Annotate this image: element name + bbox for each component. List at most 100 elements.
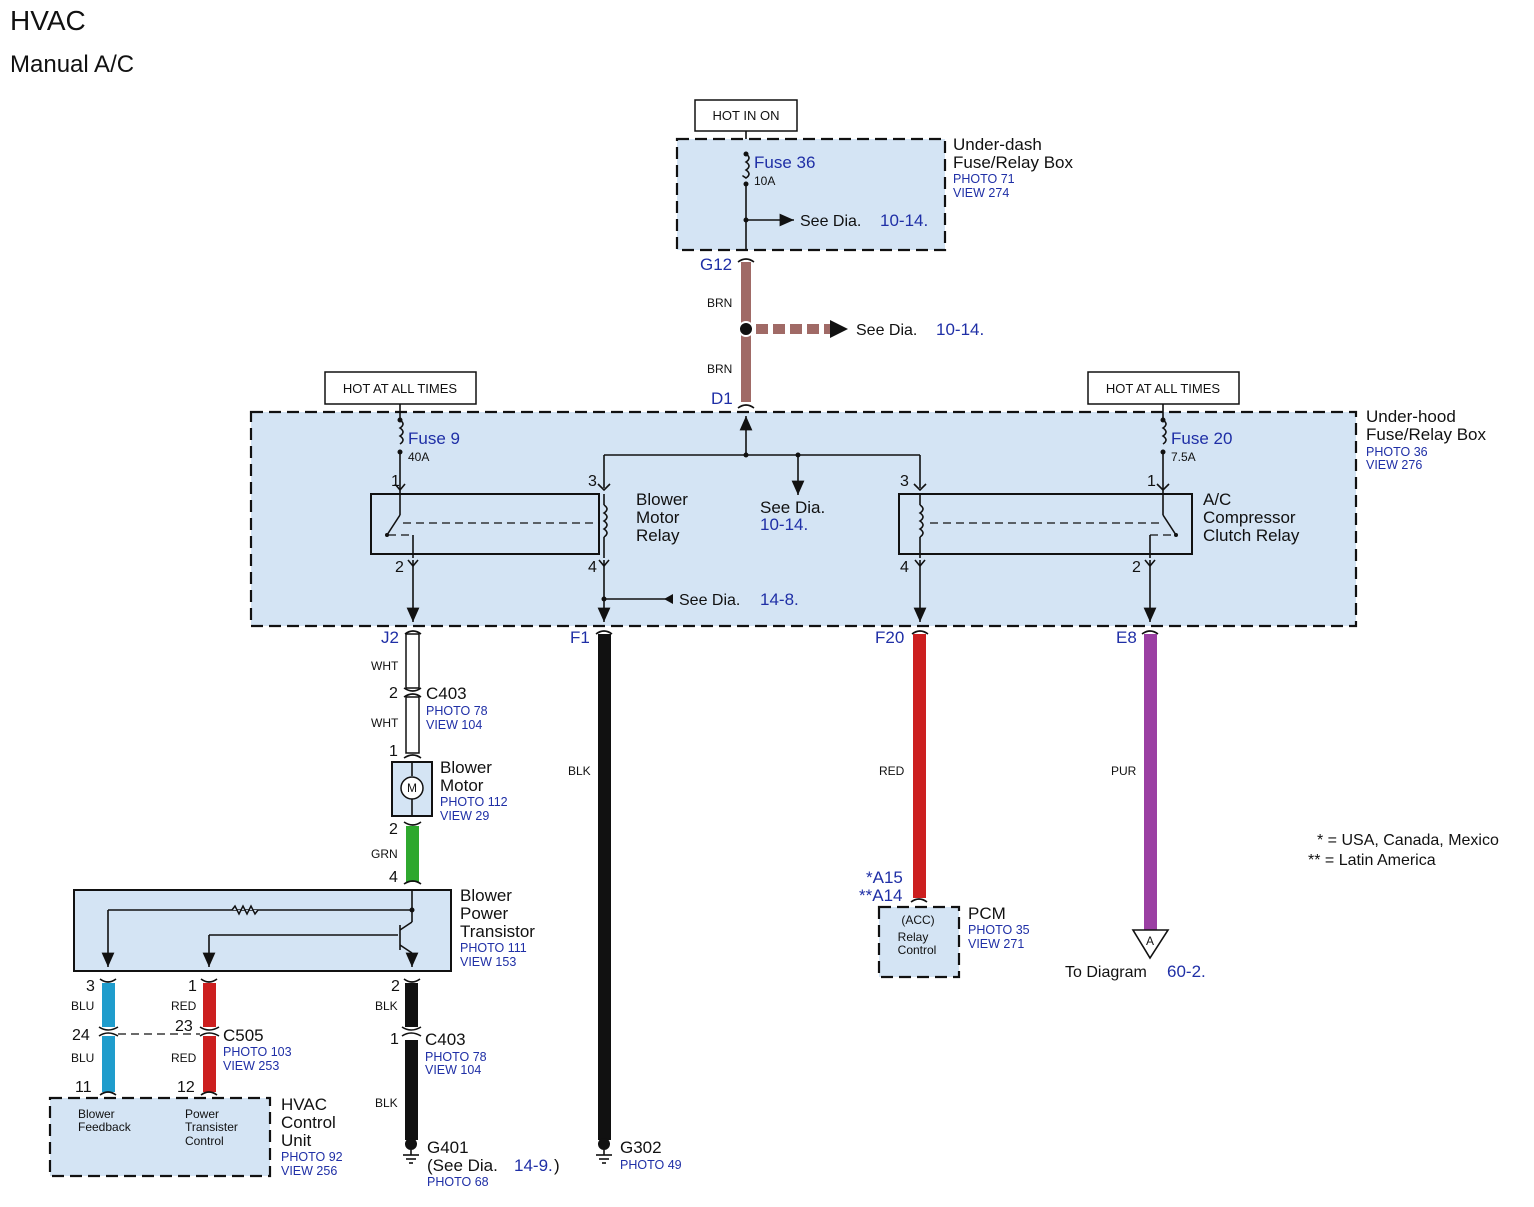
fuse-36-label: Fuse 36 [754,153,815,172]
c403-bot-view: VIEW 104 [425,1063,481,1077]
underhood-photo: PHOTO 36 [1366,445,1428,459]
pin-4-left: 4 [588,559,597,576]
underhood-fuse-relay-box [249,410,1358,628]
fuse-36-symbol [742,153,750,179]
g401-name: G401 [427,1138,469,1157]
underhood-view: VIEW 276 [1366,458,1422,472]
pin-1-left: 1 [391,473,400,490]
bpt-pin-3: 3 [86,978,95,995]
connector-d1: D1 [711,389,733,408]
fuse-9-label: Fuse 9 [408,429,460,448]
blk-wire-upper [405,983,418,1027]
hot-at-all-times-left-box [324,371,477,405]
hvac-unit-view: VIEW 256 [281,1164,337,1178]
pcm-view: VIEW 271 [968,937,1024,951]
pin-3-left: 3 [588,473,597,490]
wht-wire-lower [405,696,420,754]
hot-in-on-box [694,99,798,132]
c505-pin-23: 23 [175,1018,193,1035]
c403-bot-photo: PHOTO 78 [425,1050,487,1064]
wire-label-pur-e8: PUR [1111,764,1137,778]
connector-j2: J2 [381,628,399,647]
see-dia-c-line1: See Dia. [760,498,825,517]
fuse-9-rating: 40A [408,450,429,464]
blk-wire-f1 [598,634,611,1140]
red-wire-lower [203,1036,216,1092]
hot-in-on-label: HOT IN ON [713,108,780,123]
hvac-unit-line2: Control [281,1113,336,1132]
underdash-fuse-relay-box [675,137,947,252]
blower-motor-line1: Blower [440,758,492,777]
pin-1-right: 1 [1147,473,1156,490]
bm-pin-2: 2 [389,821,398,838]
pin-3-right: 3 [900,473,909,490]
underdash-name-1: Under-dash [953,135,1042,154]
c505-pin-24: 24 [72,1027,90,1044]
connector-f20: F20 [875,628,904,647]
hvac-ptc-3: Control [185,1134,224,1148]
hvac-unit-line1: HVAC [281,1095,327,1114]
wire-label-grn: GRN [371,847,398,861]
underdash-name-2: Fuse/Relay Box [953,153,1073,172]
hvac-feedback-2: Feedback [78,1120,132,1134]
red-wire-f20 [913,634,926,898]
see-dia-d-ref: 14-8. [760,590,799,609]
underhood-name-2: Fuse/Relay Box [1366,425,1486,444]
blower-relay-line1: Blower [636,490,688,509]
see-dia-b-ref: 10-14. [936,320,984,339]
ac-relay-line2: Compressor [1203,508,1296,527]
g401-ground-icon [405,1138,417,1150]
underhood-name-1: Under-hood [1366,407,1456,426]
ac-relay-line1: A/C [1203,490,1231,509]
hvac-pin-12: 12 [177,1079,195,1096]
g302-ground-icon [598,1138,610,1150]
g401-photo: PHOTO 68 [427,1175,489,1189]
fuse-20-rating: 7.5A [1171,450,1196,464]
wire-label-wht-bot: WHT [371,716,399,730]
underdash-view: VIEW 274 [953,186,1009,200]
hot-at-all-times-right-box [1087,371,1240,405]
hot-at-all-times-right: HOT AT ALL TIMES [1106,381,1220,396]
connector-a15: *A15 [866,868,903,887]
bpt-pin-4: 4 [389,869,398,886]
hvac-ptc-2: Transister [185,1120,238,1134]
see-dia-b-prefix: See Dia. [856,322,917,339]
pcm-box [877,905,961,979]
blower-motor-photo: PHOTO 112 [440,795,508,809]
pcm-photo: PHOTO 35 [968,923,1030,937]
underdash-photo: PHOTO 71 [953,172,1015,186]
footnote-2: ** = Latin America [1308,852,1436,869]
fuse-20-symbol [1161,419,1167,445]
wire-label-blu-bot: BLU [71,1051,94,1065]
bpt-line3: Transistor [460,922,535,941]
c403b-pin-1: 1 [390,1031,399,1048]
wire-label-wht-top: WHT [371,659,399,673]
footnote-1: * = USA, Canada, Mexico [1317,832,1499,849]
wht-wire-upper [405,633,420,689]
wire-label-blu-top: BLU [71,999,94,1013]
blu-wire-lower [102,1036,115,1092]
blower-power-transistor [73,889,452,972]
blower-relay-line3: Relay [636,526,680,545]
blower-motor-relay [370,493,600,555]
hvac-feedback-1: Blower [78,1107,115,1121]
bpt-line2: Power [460,904,509,923]
blower-motor-line2: Motor [440,776,484,795]
connector-f1: F1 [570,628,590,647]
c403-top-view: VIEW 104 [426,718,482,732]
c403-bot-name: C403 [425,1030,466,1049]
pin-4-right: 4 [900,559,909,576]
connector-a14: **A14 [859,886,902,905]
wire-label-brn-bot: BRN [707,362,732,376]
wire-label-blk-f1: BLK [568,764,591,778]
g302-name: G302 [620,1138,662,1157]
hvac-unit-photo: PHOTO 92 [281,1150,343,1164]
connector-e8: E8 [1116,628,1137,647]
ac-relay-line3: Clutch Relay [1203,526,1300,545]
see-dia-a-ref: 10-14. [880,211,928,230]
blower-motor-view: VIEW 29 [440,809,489,823]
bpt-view: VIEW 153 [460,955,516,969]
resistor-symbol [231,904,259,916]
see-dia-a-prefix: See Dia. [800,213,861,230]
ac-compressor-clutch-relay [898,493,1193,555]
